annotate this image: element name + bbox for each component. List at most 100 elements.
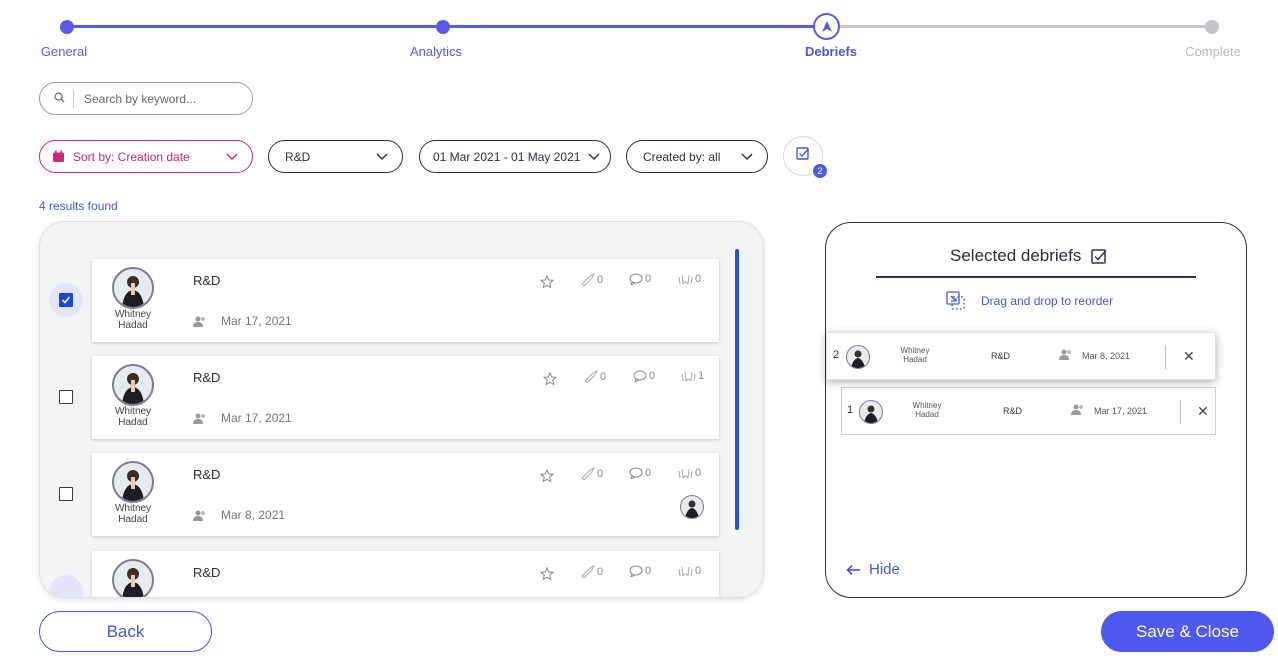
avatar <box>859 400 883 424</box>
avatar <box>112 364 154 406</box>
hide-button[interactable]: Hide <box>846 561 900 578</box>
debrief-card[interactable]: R&D 0 0 0 <box>92 551 719 597</box>
debrief-checkbox-1[interactable] <box>59 293 73 307</box>
debrief-card[interactable]: Whitney Hadad R&D Mar 8, 2021 0 0 0 <box>92 453 719 536</box>
step-dot-general[interactable] <box>60 20 74 34</box>
clap-stat[interactable]: 0 <box>678 273 701 285</box>
author-name: Whitney Hadad <box>114 309 152 331</box>
row-divider <box>1165 345 1166 369</box>
comment-count: 0 <box>645 565 652 577</box>
star-icon[interactable] <box>540 275 554 289</box>
results-count: 4 results found <box>39 199 118 213</box>
department-value: R&D <box>285 149 311 164</box>
title-underline <box>876 276 1196 278</box>
step-label-analytics[interactable]: Analytics <box>409 44 463 59</box>
hide-label: Hide <box>869 561 900 578</box>
author-name: Whitney Hadad <box>114 503 152 525</box>
selected-title-text: Selected debriefs <box>950 246 1082 265</box>
clap-stat[interactable]: 0 <box>678 565 701 577</box>
step-label-complete[interactable]: Complete <box>1185 44 1241 59</box>
comment-stat[interactable]: 0 <box>629 565 651 577</box>
drag-note: Drag and drop to reorder <box>946 291 1113 310</box>
step-label-debriefs[interactable]: Debriefs <box>804 44 858 59</box>
rocket-stat[interactable]: 0 <box>580 565 603 578</box>
created-by-value: Created by: all <box>643 149 721 164</box>
comment-count: 0 <box>645 273 652 285</box>
avatar <box>112 461 154 503</box>
comment-stat[interactable]: 0 <box>629 467 651 479</box>
rocket-count: 0 <box>597 565 604 578</box>
rocket-stat[interactable]: 0 <box>580 273 603 286</box>
date-range-dropdown[interactable]: 01 Mar 2021 - 01 May 2021 <box>419 140 611 173</box>
star-icon[interactable] <box>540 567 554 581</box>
stepper-track-pending <box>826 25 1212 28</box>
clap-stat[interactable]: 1 <box>681 370 704 382</box>
comment-count: 0 <box>645 467 652 479</box>
author-name: Whitney Hadad <box>900 346 930 364</box>
selected-item-title: R&D <box>991 351 1011 361</box>
clap-count: 0 <box>695 565 702 577</box>
rocket-count: 0 <box>597 273 604 286</box>
selected-item-1[interactable]: 2 Whitney Hadad R&D Mar 8, 2021 ✕ <box>826 332 1216 380</box>
checkbox-check-icon <box>796 146 810 166</box>
search-divider <box>73 89 74 108</box>
comment-stat[interactable]: 0 <box>629 273 651 285</box>
close-icon[interactable]: ✕ <box>1183 348 1195 364</box>
people-icon <box>1071 404 1085 417</box>
sort-label: Sort by: Creation date <box>73 149 190 164</box>
step-dot-complete[interactable] <box>1205 20 1219 34</box>
people-icon <box>1059 349 1073 362</box>
step-current-debriefs-icon[interactable] <box>813 13 840 40</box>
chevron-down-icon <box>376 150 388 164</box>
date-range-value: 01 Mar 2021 - 01 May 2021 <box>433 149 581 164</box>
clap-count: 1 <box>698 370 705 382</box>
save-close-button[interactable]: Save & Close <box>1101 611 1274 652</box>
search-icon <box>54 90 65 108</box>
selected-item-title: R&D <box>1003 406 1023 416</box>
author-name: Whitney Hadad <box>114 406 152 428</box>
comment-count: 0 <box>649 370 656 382</box>
debrief-date: Mar 17, 2021 <box>221 411 292 425</box>
step-label-general[interactable]: General <box>40 44 88 59</box>
star-icon[interactable] <box>543 372 557 386</box>
checkbox-halo <box>49 575 83 597</box>
debrief-card[interactable]: Whitney Hadad R&D Mar 17, 2021 0 0 0 <box>92 259 719 342</box>
chevron-down-icon <box>741 150 753 164</box>
debrief-title: R&D <box>193 370 221 385</box>
rocket-stat[interactable]: 0 <box>580 467 603 480</box>
selected-item-order: 1 <box>847 404 854 416</box>
selected-item-order: 2 <box>833 349 840 361</box>
avatar <box>112 267 154 309</box>
debrief-checkbox-2[interactable] <box>59 390 73 404</box>
chevron-down-icon <box>588 150 600 164</box>
star-icon[interactable] <box>540 469 554 483</box>
comment-stat[interactable]: 0 <box>633 370 655 382</box>
clap-count: 0 <box>695 467 702 479</box>
search-input[interactable] <box>84 91 224 106</box>
sort-dropdown[interactable]: Sort by: Creation date <box>39 140 253 173</box>
clap-count: 0 <box>695 273 702 285</box>
step-dot-analytics[interactable] <box>436 20 450 34</box>
author-name: Whitney Hadad <box>912 401 942 419</box>
people-icon <box>193 314 207 332</box>
participant-avatar <box>680 495 704 519</box>
debrief-title: R&D <box>193 467 221 482</box>
selected-panel-title: Selected debriefs <box>950 246 1108 266</box>
drag-note-text: Drag and drop to reorder <box>981 293 1114 308</box>
department-dropdown[interactable]: R&D <box>268 140 403 173</box>
created-by-dropdown[interactable]: Created by: all <box>626 140 768 173</box>
selected-debriefs-panel: Selected debriefs Drag and drop to reord… <box>825 222 1247 598</box>
clap-stat[interactable]: 0 <box>678 467 701 479</box>
drag-reorder-icon <box>946 291 965 310</box>
debrief-date: Mar 17, 2021 <box>221 314 292 328</box>
chevron-down-icon <box>226 150 238 164</box>
rocket-stat[interactable]: 0 <box>583 370 606 383</box>
list-scrollbar[interactable] <box>735 249 739 530</box>
search-box[interactable] <box>39 82 253 115</box>
debrief-checkbox-3[interactable] <box>59 487 73 501</box>
debrief-card[interactable]: Whitney Hadad R&D Mar 17, 2021 0 0 1 <box>92 356 719 439</box>
close-icon[interactable]: ✕ <box>1197 403 1209 419</box>
selected-item-2[interactable]: 1 Whitney Hadad R&D Mar 17, 2021 ✕ <box>841 387 1216 435</box>
back-button[interactable]: Back <box>39 611 212 652</box>
debrief-list[interactable]: Whitney Hadad R&D Mar 17, 2021 0 0 0 Whi… <box>39 221 764 598</box>
